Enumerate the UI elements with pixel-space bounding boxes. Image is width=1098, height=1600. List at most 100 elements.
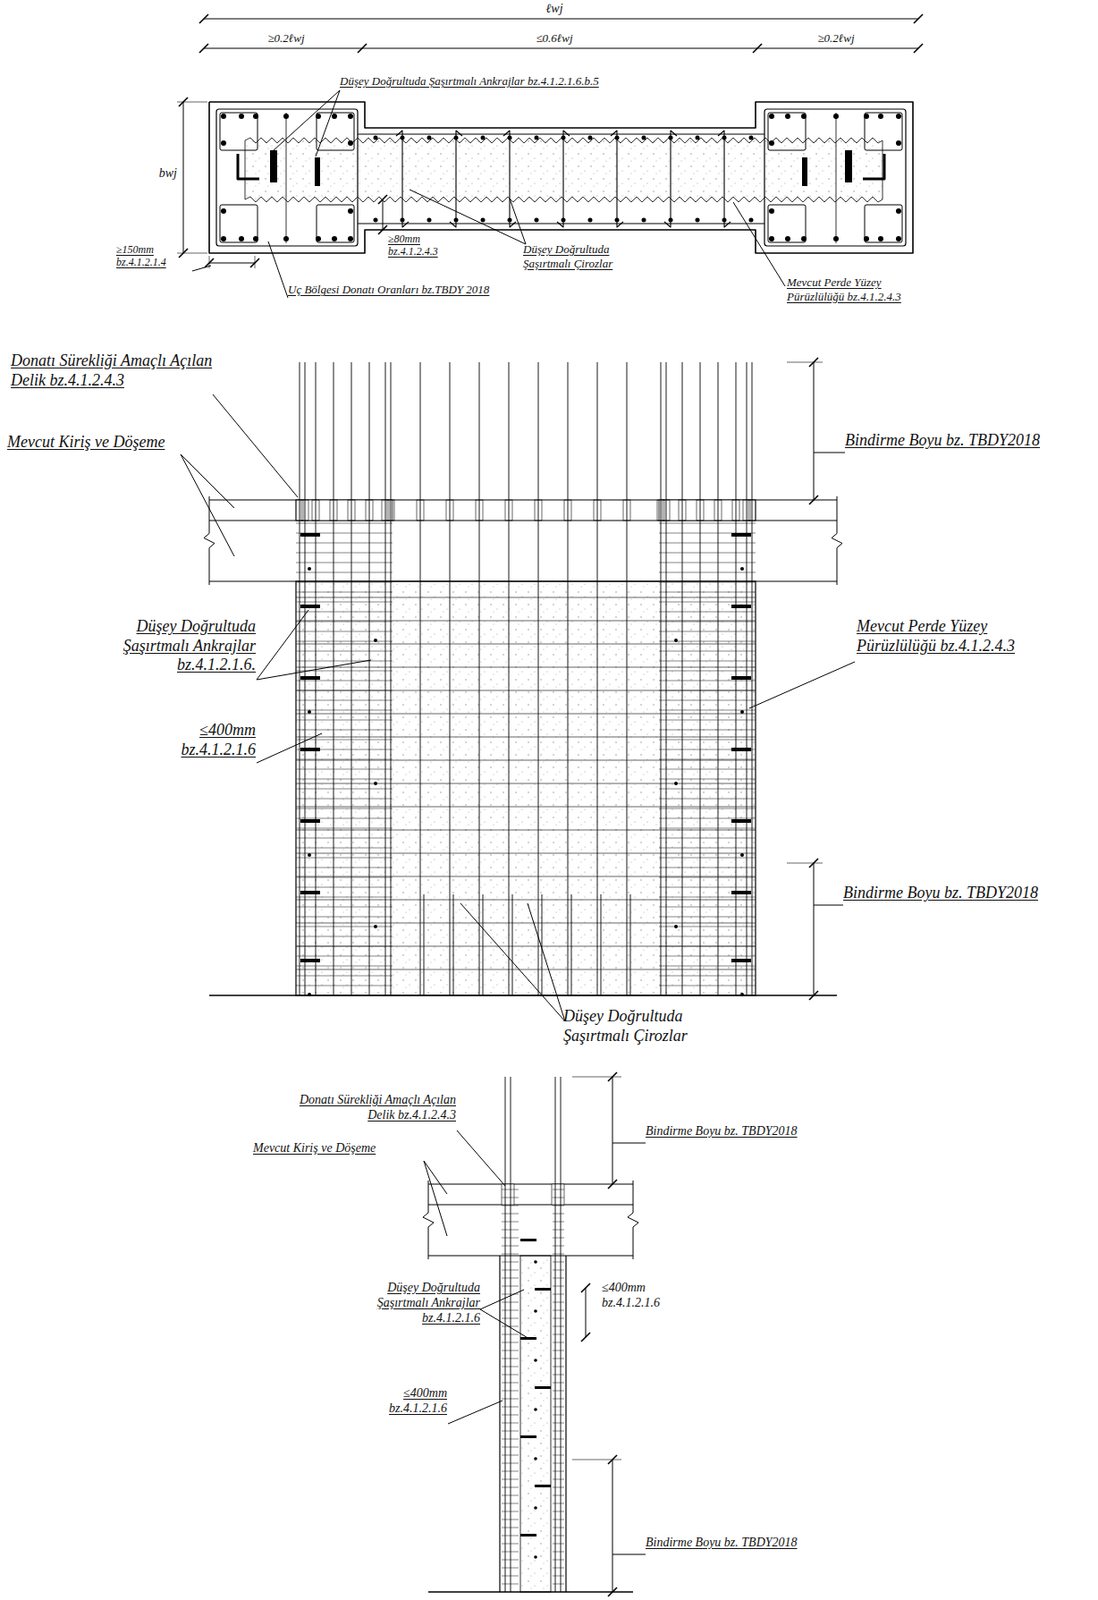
- drilled-hole: [623, 499, 631, 521]
- stirrup: [552, 1293, 565, 1295]
- stirrup: [501, 1342, 519, 1343]
- stirrup: [501, 1446, 519, 1448]
- rebar-dot: [427, 135, 432, 141]
- drilled-hole: [564, 499, 572, 521]
- callout-label: ≤400mm bz.4.1.2.1.6: [601, 1280, 687, 1311]
- stirrup: [658, 896, 756, 898]
- stirrup: [658, 955, 756, 957]
- stirrup: [552, 1221, 565, 1223]
- anchor-bar: [731, 532, 752, 537]
- dimension-line: [813, 862, 815, 996]
- dimension-line: [585, 1287, 587, 1337]
- vertical-rebar: [660, 362, 662, 996]
- drilled-hole: [593, 499, 601, 521]
- stirrup: [552, 1454, 565, 1456]
- horizontal-rebar: [295, 922, 756, 924]
- drilled-hole: [678, 499, 686, 521]
- stirrup: [658, 631, 756, 633]
- leader-line: [180, 454, 235, 508]
- vertical-rebar: [479, 362, 481, 996]
- leader-line: [509, 198, 526, 245]
- stirrup: [295, 837, 393, 839]
- stirrup: [295, 700, 393, 702]
- rebar-dot: [768, 113, 775, 119]
- vertical-rebar: [351, 362, 353, 996]
- rebar-dot: [220, 236, 227, 242]
- rebar-dot: [895, 208, 902, 214]
- stirrup: [295, 759, 393, 761]
- stirrup: [552, 1366, 565, 1368]
- dimension-line: [183, 101, 185, 254]
- rebar-dot: [220, 208, 227, 214]
- stirrup: [501, 1285, 519, 1287]
- stirrup: [501, 1583, 519, 1585]
- stirrup: [295, 719, 393, 721]
- stirrup: [501, 1551, 519, 1553]
- stirrup: [295, 650, 393, 652]
- rebar-dot: [749, 218, 754, 223]
- lap-rebar: [571, 894, 573, 996]
- stirrup: [295, 572, 393, 574]
- dimension-tick: [608, 1587, 617, 1597]
- stirrup: [295, 778, 393, 780]
- stirrup: [658, 886, 756, 888]
- stirrup: [658, 965, 756, 967]
- cross-tie: [503, 130, 516, 228]
- lap-rebar: [512, 894, 514, 996]
- stirrup: [552, 1519, 565, 1521]
- stirrup: [552, 1446, 565, 1448]
- callout-label: Mevcut Kiriş ve Döşeme: [7, 432, 195, 453]
- dimension-line: [382, 199, 384, 230]
- drilled-hole: [732, 499, 740, 521]
- stirrup: [658, 591, 756, 593]
- stirrup: [501, 1414, 519, 1416]
- drilled-hole: [295, 499, 304, 521]
- extension-line: [177, 253, 208, 254]
- stirrup: [295, 641, 393, 642]
- stirrup: [501, 1229, 519, 1231]
- drilled-hole: [662, 499, 670, 521]
- anchor-dot: [674, 638, 678, 642]
- stirrup: [552, 1213, 565, 1215]
- callout-label: Mevcut Perde Yüzey Pürüzlülüğü bz.4.1.2.…: [856, 616, 1054, 656]
- dimension-tick: [378, 225, 388, 235]
- extension-line: [177, 101, 208, 103]
- slab-hole: [295, 499, 393, 521]
- anchor-bar: [802, 157, 808, 186]
- stirrup: [552, 1253, 565, 1255]
- stirrup: [295, 867, 393, 869]
- stirrup: [658, 709, 756, 711]
- rebar-dot: [238, 236, 245, 242]
- stirrup: [501, 1382, 519, 1384]
- anchor-dot: [740, 709, 744, 714]
- anchor-dot: [740, 992, 744, 997]
- stirrup: [658, 729, 756, 731]
- stirrup: [295, 955, 393, 957]
- stirrup: [658, 778, 756, 780]
- anchor-dot: [533, 1505, 538, 1510]
- rebar-dot: [895, 113, 902, 119]
- dimension-tick: [581, 1332, 591, 1342]
- vertical-rebar: [385, 362, 387, 996]
- drilled-hole: [475, 499, 483, 521]
- dimension-tick: [581, 1283, 591, 1293]
- stirrup: [295, 857, 393, 859]
- rebar-dot: [315, 236, 321, 242]
- extension-line: [786, 862, 823, 864]
- callout-label: Donatı Sürekliği Amaçlı Açılan Delik bz.…: [295, 1092, 457, 1124]
- dimension-tick: [199, 14, 209, 24]
- stirrup: [501, 1519, 519, 1521]
- horizontal-rebar: [295, 620, 756, 622]
- callout-label: ℓwj: [527, 1, 582, 17]
- rebar-dot: [785, 236, 791, 242]
- stirrup: [295, 827, 393, 829]
- drilled-hole: [387, 499, 395, 521]
- stirrup: [501, 1245, 519, 1247]
- leader-line: [813, 904, 844, 906]
- stirrup: [501, 1374, 519, 1376]
- dimension-tick: [809, 357, 819, 367]
- stirrup: [658, 572, 756, 574]
- stirrup: [552, 1438, 565, 1440]
- dimension-line: [612, 1076, 614, 1184]
